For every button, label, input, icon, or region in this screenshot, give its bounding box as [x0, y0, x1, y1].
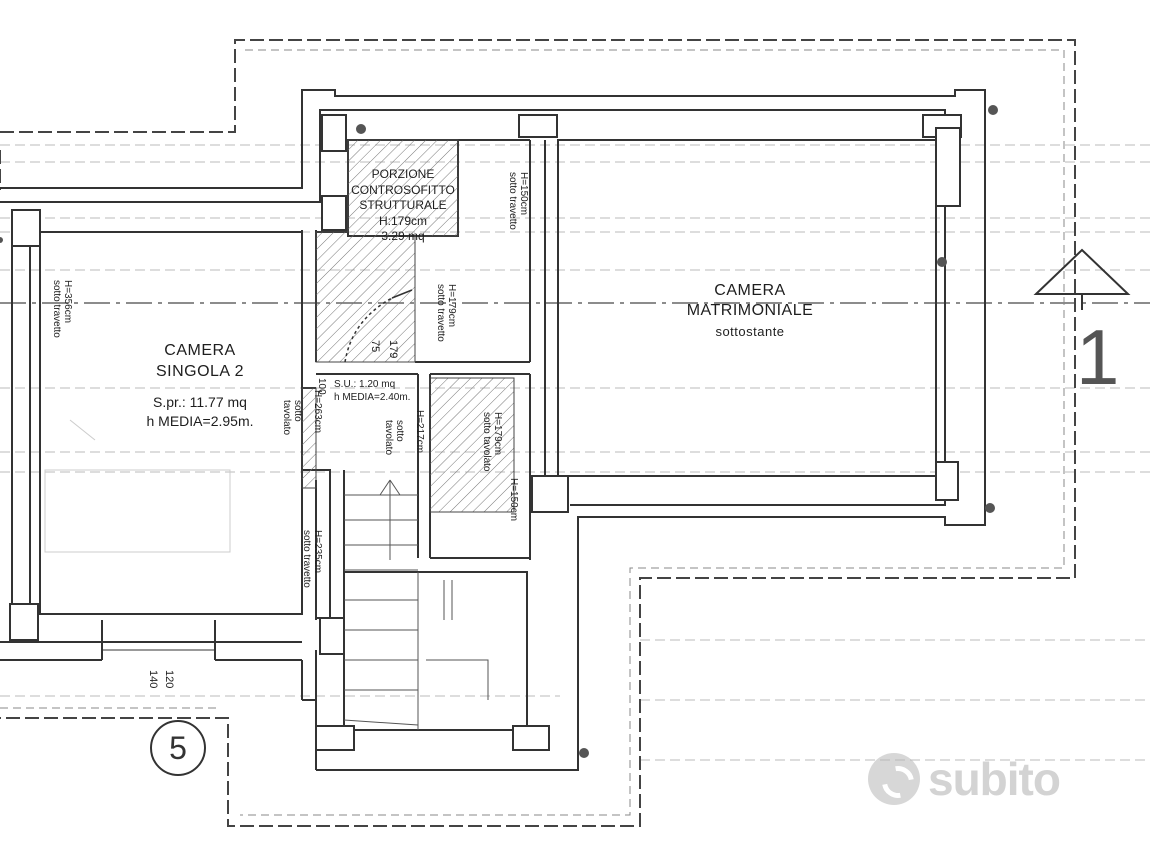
height-note-179-tavolato: H=179cm sotto tavolato: [481, 412, 504, 472]
room-singola-line1: CAMERA: [164, 342, 236, 359]
dimension-75: 75: [369, 340, 381, 353]
dimension-140: 140: [147, 670, 159, 689]
dimension-120: 120: [163, 670, 175, 689]
height-note-263: H=263cm: [312, 390, 323, 434]
height-note-150-lower: H=150cm: [508, 478, 519, 522]
room-matrimoniale-note: sottostante: [715, 323, 785, 339]
room-singola-height: h MEDIA=2.95m.: [146, 412, 254, 429]
section-arrow: [1033, 248, 1131, 310]
porzione-height: H:179cm: [378, 213, 428, 228]
axis-marker: 5: [150, 720, 206, 776]
room-porzione-label: PORZIONE CONTROSOFITTO STRUTTURALE H:179…: [348, 168, 458, 243]
pillars: [9, 114, 962, 751]
room-matrimoniale-line2: MATRIMONIALE: [686, 301, 814, 319]
porzione-line3: STRUTTURALE: [359, 198, 447, 213]
watermark-text: subito: [928, 753, 1061, 805]
room-singola-details: S.pr.: 11.77 mq h MEDIA=2.95m.: [120, 395, 280, 428]
disimpegno-height: h MEDIA=2.40m.: [334, 391, 411, 403]
room-matrimoniale-title: CAMERA MATRIMONIALE sottostante: [680, 282, 820, 339]
hatched-areas: [301, 139, 515, 513]
porzione-line1: PORZIONE: [371, 167, 435, 181]
stairs: [343, 479, 489, 730]
porzione-area: 3.29 mq: [381, 229, 425, 244]
height-note-356: H=356cm sotto travetto: [51, 280, 74, 338]
room-matrimoniale-line1: CAMERA: [714, 282, 786, 299]
subito-logo-icon: [868, 753, 920, 805]
dimension-179: 179: [387, 340, 399, 359]
height-note-217: H=217cm: [414, 410, 425, 454]
height-note-217-sub: sotto tavolato: [383, 420, 406, 456]
room-disimpegno-label: S.U.: 1.20 mq h MEDIA=2.40m.: [334, 379, 411, 403]
room-singola-line2: SINGOLA 2: [155, 362, 245, 380]
reference-lines: [0, 144, 1150, 761]
height-note-263-sub: sotto tavolato: [281, 400, 304, 436]
porzione-line2: CONTROSOFITTO: [351, 182, 455, 197]
height-note-179-travetto: H=179cm sotto travetto: [435, 284, 458, 342]
height-note-150: H=150cm sotto travetto: [507, 172, 530, 230]
watermark: subito: [868, 752, 1061, 806]
room-singola-area: S.pr.: 11.77 mq: [153, 394, 247, 410]
height-note-235: H=235cm sotto travetto: [301, 530, 324, 588]
room-singola-title: CAMERA SINGOLA 2: [150, 342, 250, 381]
roof-outline: [0, 39, 1076, 827]
disimpegno-area: S.U.: 1.20 mq: [334, 379, 396, 390]
dimension-100: 100: [316, 378, 327, 395]
section-number: 1: [1076, 313, 1120, 401]
